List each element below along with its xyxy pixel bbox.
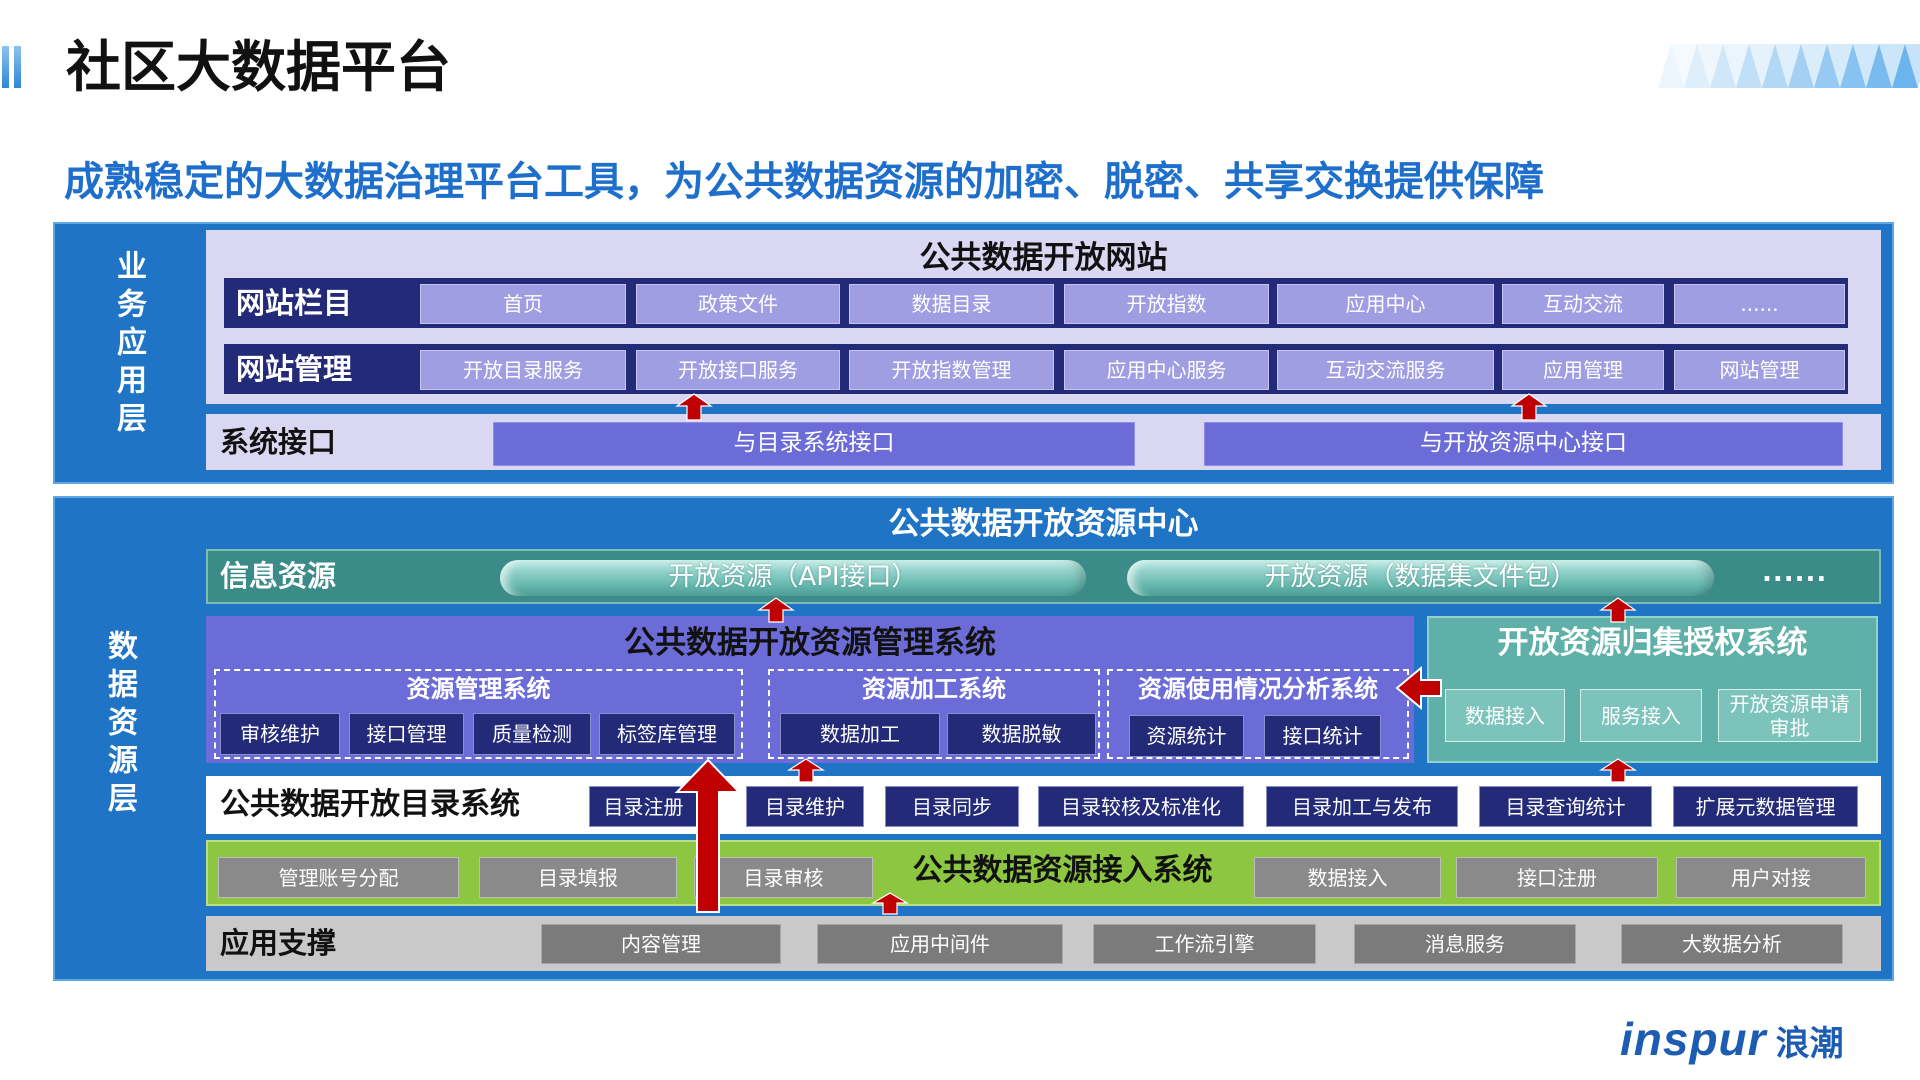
resource-center-title: 公共数据开放资源中心 [888, 506, 1199, 542]
system-interface-label: 系统接口 [220, 425, 337, 459]
catalog-system-label: 公共数据开放目录系统 [220, 787, 520, 822]
logo-wordmark: inspur [1620, 1013, 1767, 1065]
decoration-facet [1723, 44, 1749, 88]
aggregation-system-title: 开放资源归集授权系统 [1497, 625, 1808, 661]
website-columns-label: 网站栏目 [236, 286, 353, 320]
access-item: 数据接入 [1254, 857, 1441, 898]
website-column-item: 政策文件 [636, 284, 840, 324]
subsystem-item: 审核维护 [220, 713, 340, 755]
aggregation-item: 服务接入 [1580, 689, 1702, 742]
website-management-item: 开放指数管理 [849, 350, 1054, 390]
logo-chinese-name: 浪潮 [1775, 1024, 1844, 1064]
decoration-facet [1814, 44, 1840, 88]
decoration-facet [1866, 44, 1892, 88]
access-item: 管理账号分配 [218, 857, 459, 898]
resource-admin-subsystem [214, 669, 743, 759]
decoration-facet [1827, 44, 1853, 88]
page-subtitle: 成熟稳定的大数据治理平台工具，为公共数据资源的加密、脱密、共享交换提供保障 [64, 159, 1544, 205]
resource-admin-subsystem-title: 资源管理系统 [406, 675, 551, 703]
website-column-item: 互动交流 [1502, 284, 1664, 324]
business-layer-label: 业务应用层 [111, 250, 146, 440]
decoration-facet [1658, 44, 1684, 88]
resource-management-system-title: 公共数据开放资源管理系统 [624, 625, 996, 661]
subsystem-item: 数据脱敏 [947, 713, 1096, 755]
data-layer-label: 数据资源层 [102, 630, 137, 820]
decoration-facet [1710, 44, 1736, 88]
website-management-item: 应用中心服务 [1064, 350, 1269, 390]
usage-analysis-subsystem-title: 资源使用情况分析系统 [1138, 675, 1378, 703]
subsystem-item: 质量检测 [473, 713, 591, 755]
title-accent-bar [2, 46, 9, 88]
decoration-facet [1840, 44, 1866, 88]
access-item: 接口注册 [1456, 857, 1658, 898]
inspur-logo: inspur 浪潮 [1620, 1012, 1844, 1066]
access-item: 目录填报 [479, 857, 677, 898]
aggregation-item: 开放资源申请审批 [1718, 689, 1861, 742]
support-item: 工作流引擎 [1093, 924, 1316, 964]
website-management-item: 网站管理 [1674, 350, 1845, 390]
catalog-item: 目录维护 [746, 786, 864, 827]
website-column-more: ...... [1674, 284, 1845, 324]
header-decoration [1658, 44, 1920, 88]
decoration-facet [1801, 44, 1827, 88]
catalog-item: 目录同步 [885, 786, 1019, 827]
decoration-facet [1684, 44, 1710, 88]
catalog-item: 扩展元数据管理 [1673, 786, 1858, 827]
website-management-item: 互动交流服务 [1277, 350, 1494, 390]
access-system-title: 公共数据资源接入系统 [912, 853, 1213, 888]
catalog-item: 目录注册 [589, 786, 698, 827]
open-data-website-title: 公共数据开放网站 [919, 240, 1168, 276]
decoration-facet [1905, 44, 1920, 88]
website-management-item: 开放接口服务 [636, 350, 840, 390]
website-management-item: 开放目录服务 [420, 350, 626, 390]
decoration-facet [1788, 44, 1814, 88]
subsystem-item: 数据加工 [780, 713, 940, 755]
decoration-facet [1853, 44, 1879, 88]
access-item: 用户对接 [1676, 857, 1866, 898]
decoration-facet [1697, 44, 1723, 88]
support-item: 内容管理 [541, 924, 781, 964]
info-resources-label: 信息资源 [220, 559, 337, 593]
subsystem-item: 接口管理 [349, 713, 464, 755]
page-title: 社区大数据平台 [66, 35, 452, 99]
app-support-label: 应用支撑 [220, 926, 337, 960]
decoration-facet [1671, 44, 1697, 88]
resource-processing-subsystem [768, 669, 1100, 759]
title-accent-bar [14, 46, 21, 88]
info-resources-more: ...... [1762, 558, 1828, 588]
website-column-item: 数据目录 [849, 284, 1054, 324]
resource-center-interface: 与开放资源中心接口 [1204, 422, 1843, 466]
decoration-facet [1892, 44, 1918, 88]
api-resource-cylinder: 开放资源（API接口） [500, 560, 1086, 596]
catalog-item: 目录加工与发布 [1266, 786, 1458, 827]
decoration-facet [1749, 44, 1775, 88]
dataset-resource-cylinder: 开放资源（数据集文件包） [1127, 560, 1714, 596]
subsystem-item: 接口统计 [1264, 715, 1381, 757]
decoration-facet [1879, 44, 1905, 88]
usage-analysis-subsystem [1107, 669, 1409, 759]
catalog-item: 目录较核及标准化 [1038, 786, 1244, 827]
website-management-label: 网站管理 [236, 352, 353, 386]
decoration-facet [1775, 44, 1801, 88]
catalog-item: 目录查询统计 [1479, 786, 1652, 827]
website-management-item: 应用管理 [1502, 350, 1664, 390]
aggregation-item: 数据接入 [1445, 689, 1565, 742]
catalog-system-interface: 与目录系统接口 [493, 422, 1135, 466]
support-item: 大数据分析 [1621, 924, 1843, 964]
website-column-item: 应用中心 [1277, 284, 1494, 324]
resource-processing-subsystem-title: 资源加工系统 [862, 675, 1006, 703]
subsystem-item: 标签库管理 [599, 713, 735, 755]
access-item: 目录审核 [694, 857, 873, 898]
website-column-item: 开放指数 [1064, 284, 1269, 324]
subsystem-item: 资源统计 [1129, 715, 1244, 757]
decoration-facet [1762, 44, 1788, 88]
support-item: 应用中间件 [817, 924, 1063, 964]
website-column-item: 首页 [420, 284, 626, 324]
support-item: 消息服务 [1354, 924, 1576, 964]
decoration-facet [1736, 44, 1762, 88]
